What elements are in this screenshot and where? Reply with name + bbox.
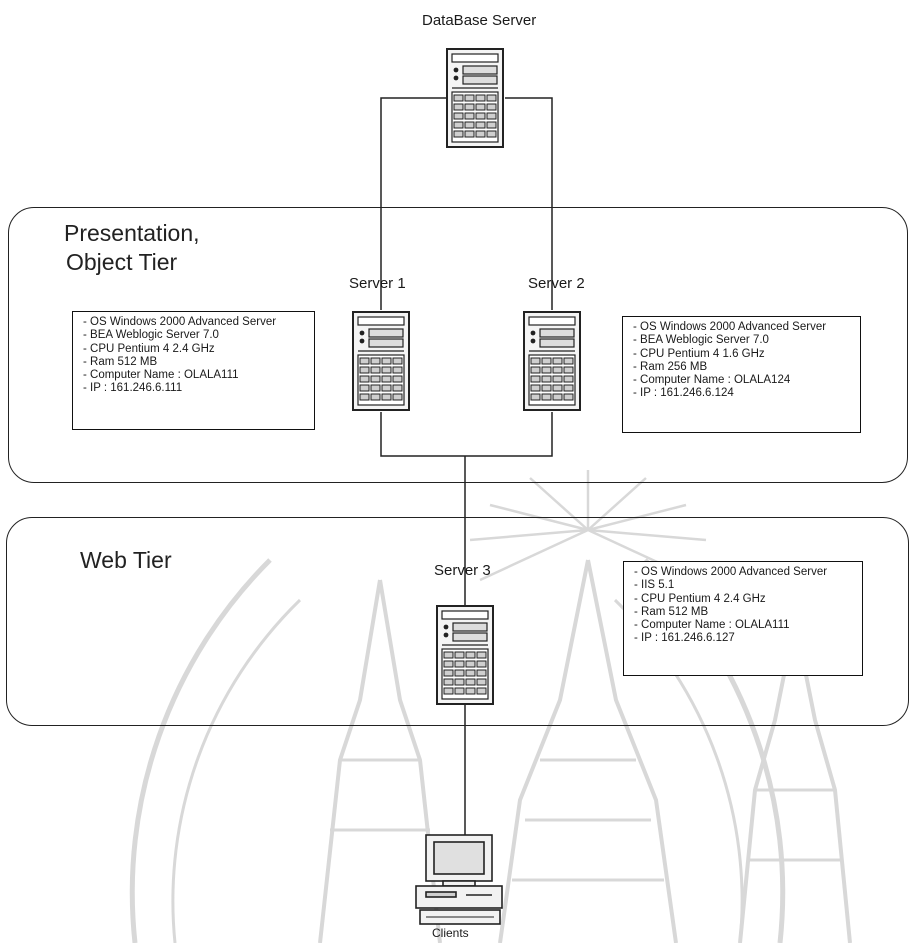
spec-line: - Ram 512 MB bbox=[83, 356, 306, 369]
spec-line: - CPU Pentium 4 2.4 GHz bbox=[83, 343, 306, 356]
spec-line: - Ram 256 MB bbox=[633, 361, 852, 374]
spec-line: - OS Windows 2000 Advanced Server bbox=[634, 566, 854, 579]
spec-line: - Ram 512 MB bbox=[634, 606, 854, 619]
web-tier-title: Web Tier bbox=[80, 546, 172, 575]
spec-line: - IP : 161.246.6.111 bbox=[83, 382, 306, 395]
spec-line: - OS Windows 2000 Advanced Server bbox=[83, 316, 306, 329]
presentation-tier-title: Presentation, Object Tier bbox=[64, 219, 200, 277]
spec-line: - CPU Pentium 4 1.6 GHz bbox=[633, 348, 852, 361]
spec-line: - IP : 161.246.6.124 bbox=[633, 387, 852, 400]
database-server-label: DataBase Server bbox=[422, 12, 536, 29]
server1-spec-box: - OS Windows 2000 Advanced Server - BEA … bbox=[72, 311, 315, 430]
clients-label: Clients bbox=[432, 926, 469, 940]
spec-line: - OS Windows 2000 Advanced Server bbox=[633, 321, 852, 334]
presentation-tier-title-line1: Presentation, bbox=[64, 219, 200, 248]
presentation-tier-title-line2: Object Tier bbox=[66, 248, 200, 277]
server2-spec-box: - OS Windows 2000 Advanced Server - BEA … bbox=[622, 316, 861, 433]
server1-label: Server 1 bbox=[349, 275, 406, 292]
spec-line: - IIS 5.1 bbox=[634, 579, 854, 592]
spec-line: - Computer Name : OLALA124 bbox=[633, 374, 852, 387]
server2-label: Server 2 bbox=[528, 275, 585, 292]
server3-label: Server 3 bbox=[434, 562, 491, 579]
desktop-computer-icon bbox=[416, 835, 502, 924]
spec-line: - Computer Name : OLALA111 bbox=[83, 369, 306, 382]
spec-line: - BEA Weblogic Server 7.0 bbox=[633, 334, 852, 347]
spec-line: - IP : 161.246.6.127 bbox=[634, 632, 854, 645]
spec-line: - BEA Weblogic Server 7.0 bbox=[83, 329, 306, 342]
spec-line: - CPU Pentium 4 2.4 GHz bbox=[634, 593, 854, 606]
database-server-icon bbox=[447, 49, 503, 147]
server3-spec-box: - OS Windows 2000 Advanced Server - IIS … bbox=[623, 561, 863, 676]
spec-line: - Computer Name : OLALA111 bbox=[634, 619, 854, 632]
